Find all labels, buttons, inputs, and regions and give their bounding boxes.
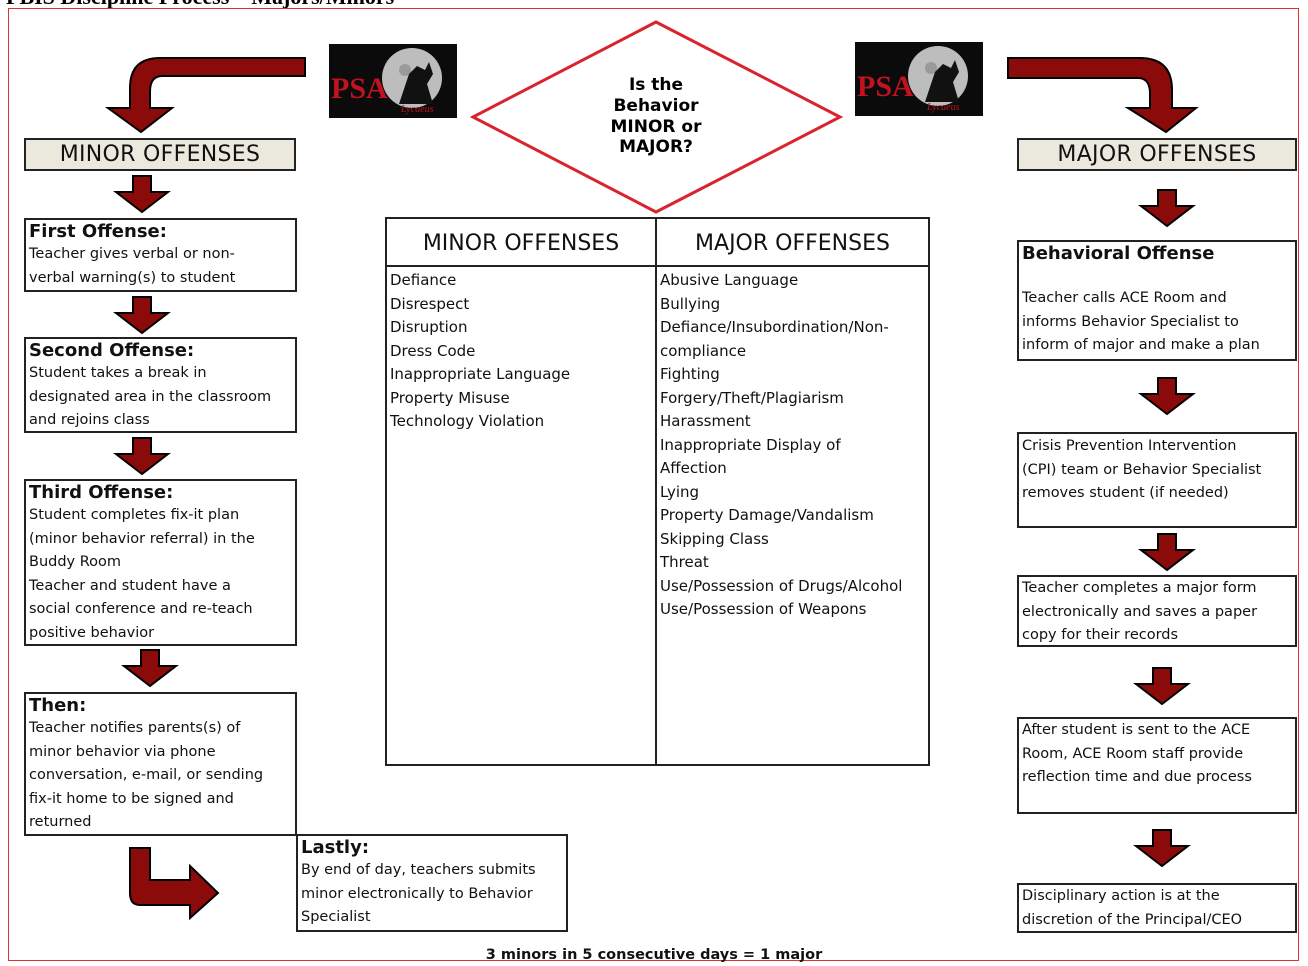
down-arrow-major-5 [1133,829,1191,868]
step-body: Crisis Prevention Intervention (CPI) tea… [1022,438,1262,501]
step-body: Teacher completes a major form electroni… [1022,580,1258,643]
logo-text-right: PSA [857,70,914,103]
list-item: Lying [660,482,700,501]
down-arrow-minor-1 [113,175,171,214]
list-item: Inappropriate Language [390,365,571,383]
down-arrow-minor-4 [121,649,179,688]
list-item: Inappropriate Display of [660,435,841,454]
major-offense-list: Abusive Language Bullying Defiance/Insub… [657,267,928,622]
minor-offense-list: Defiance Disrespect Disruption Dress Cod… [387,267,655,434]
step-body: Student completes fix-it plan (minor beh… [29,507,255,641]
list-item: Property Damage/Vandalism [660,506,874,524]
list-item: Use/Possession of Weapons [660,600,867,618]
page-title: PBIS Discipline Process – Majors/Minors [6,0,394,10]
list-item: Technology Violation [390,412,545,430]
minor-step-second: Second Offense: Student takes a break in… [24,337,297,433]
down-arrow-major-1 [1138,189,1196,228]
psa-logo-right: PSA Lycaeus [855,42,983,116]
psa-logo-left: PSA Lycaeus [329,44,457,118]
wolf-moon-icon: PSA Lycaeus [331,48,442,115]
list-item: Forgery/Theft/Plagiarism [660,388,844,407]
minor-offenses-column: MINOR OFFENSES Defiance Disrespect Disru… [387,219,657,764]
step-title: Second Offense: [29,340,195,361]
list-item: Dress Code [390,341,476,360]
down-arrow-major-4 [1133,667,1191,706]
elbow-arrow-to-lastly [129,847,220,921]
minor-step-third: Third Offense: Student completes fix-it … [24,479,297,646]
step-body: Teacher calls ACE Room and informs Behav… [1022,290,1260,353]
down-arrow-major-3 [1138,533,1196,572]
step-body: After student is sent to the ACE Room, A… [1022,722,1252,785]
list-item: Harassment [660,412,751,430]
down-arrow-major-2 [1138,377,1196,416]
list-item: Abusive Language [660,271,799,289]
footnote: 3 minors in 5 consecutive days = 1 major [485,947,823,963]
major-offenses-header: MAJOR OFFENSES [1017,138,1297,171]
minor-step-first: First Offense: Teacher gives verbal or n… [24,218,297,292]
step-body: By end of day, teachers submits minor el… [301,862,536,925]
major-step-form: Teacher completes a major form electroni… [1017,575,1297,647]
major-step-cpi: Crisis Prevention Intervention (CPI) tea… [1017,432,1297,528]
list-item: Skipping Class [660,529,769,548]
list-item: Affection [660,459,727,477]
logo-text-left: PSA [331,72,388,105]
offense-table: MINOR OFFENSES Defiance Disrespect Disru… [385,217,930,766]
list-item: Fighting [660,365,720,383]
step-body: Teacher notifies parents(s) of minor beh… [29,720,264,830]
minor-step-then: Then: Teacher notifies parents(s) of min… [24,692,297,836]
diagram-frame [8,8,1299,961]
down-arrow-minor-2 [113,296,171,335]
list-item: Defiance/Insubordination/Non- [660,318,889,336]
logo-subtext-right: Lycaeus [926,102,960,113]
table-minor-header: MINOR OFFENSES [387,219,655,267]
step-title: Behavioral Offense [1022,243,1215,264]
list-item: Use/Possession of Drugs/Alcohol [660,576,903,595]
step-title: First Offense: [29,221,167,242]
table-major-header: MAJOR OFFENSES [657,219,928,267]
minor-offenses-header: MINOR OFFENSES [24,138,296,171]
list-item: Threat [660,553,709,571]
wolf-moon-icon: PSA Lycaeus [857,46,968,113]
step-title: Lastly: [301,837,370,858]
major-step-disciplinary: Disciplinary action is at the discretion… [1017,883,1297,933]
down-arrow-minor-3 [113,437,171,476]
step-body: Teacher gives verbal or non- verbal warn… [29,246,236,286]
list-item: Defiance [390,271,457,289]
major-offenses-column: MAJOR OFFENSES Abusive Language Bullying… [657,219,928,764]
step-title: Then: [29,695,87,716]
list-item: Property Misuse [390,388,510,407]
list-item: Disruption [390,318,468,336]
curved-arrow-to-major [1007,57,1199,134]
step-body: Student takes a break in designated area… [29,365,272,428]
list-item: compliance [660,341,747,360]
major-step-ace-room: After student is sent to the ACE Room, A… [1017,717,1297,814]
step-title: Third Offense: [29,482,174,503]
logo-subtext-left: Lycaeus [400,104,434,115]
list-item: Bullying [660,294,721,313]
major-step-behavioral-offense: Behavioral Offense Teacher calls ACE Roo… [1017,240,1297,361]
curved-arrow-to-minor [104,57,306,134]
list-item: Disrespect [390,294,470,313]
minor-step-lastly: Lastly: By end of day, teachers submits … [296,834,568,932]
step-body: Disciplinary action is at the discretion… [1022,888,1243,928]
